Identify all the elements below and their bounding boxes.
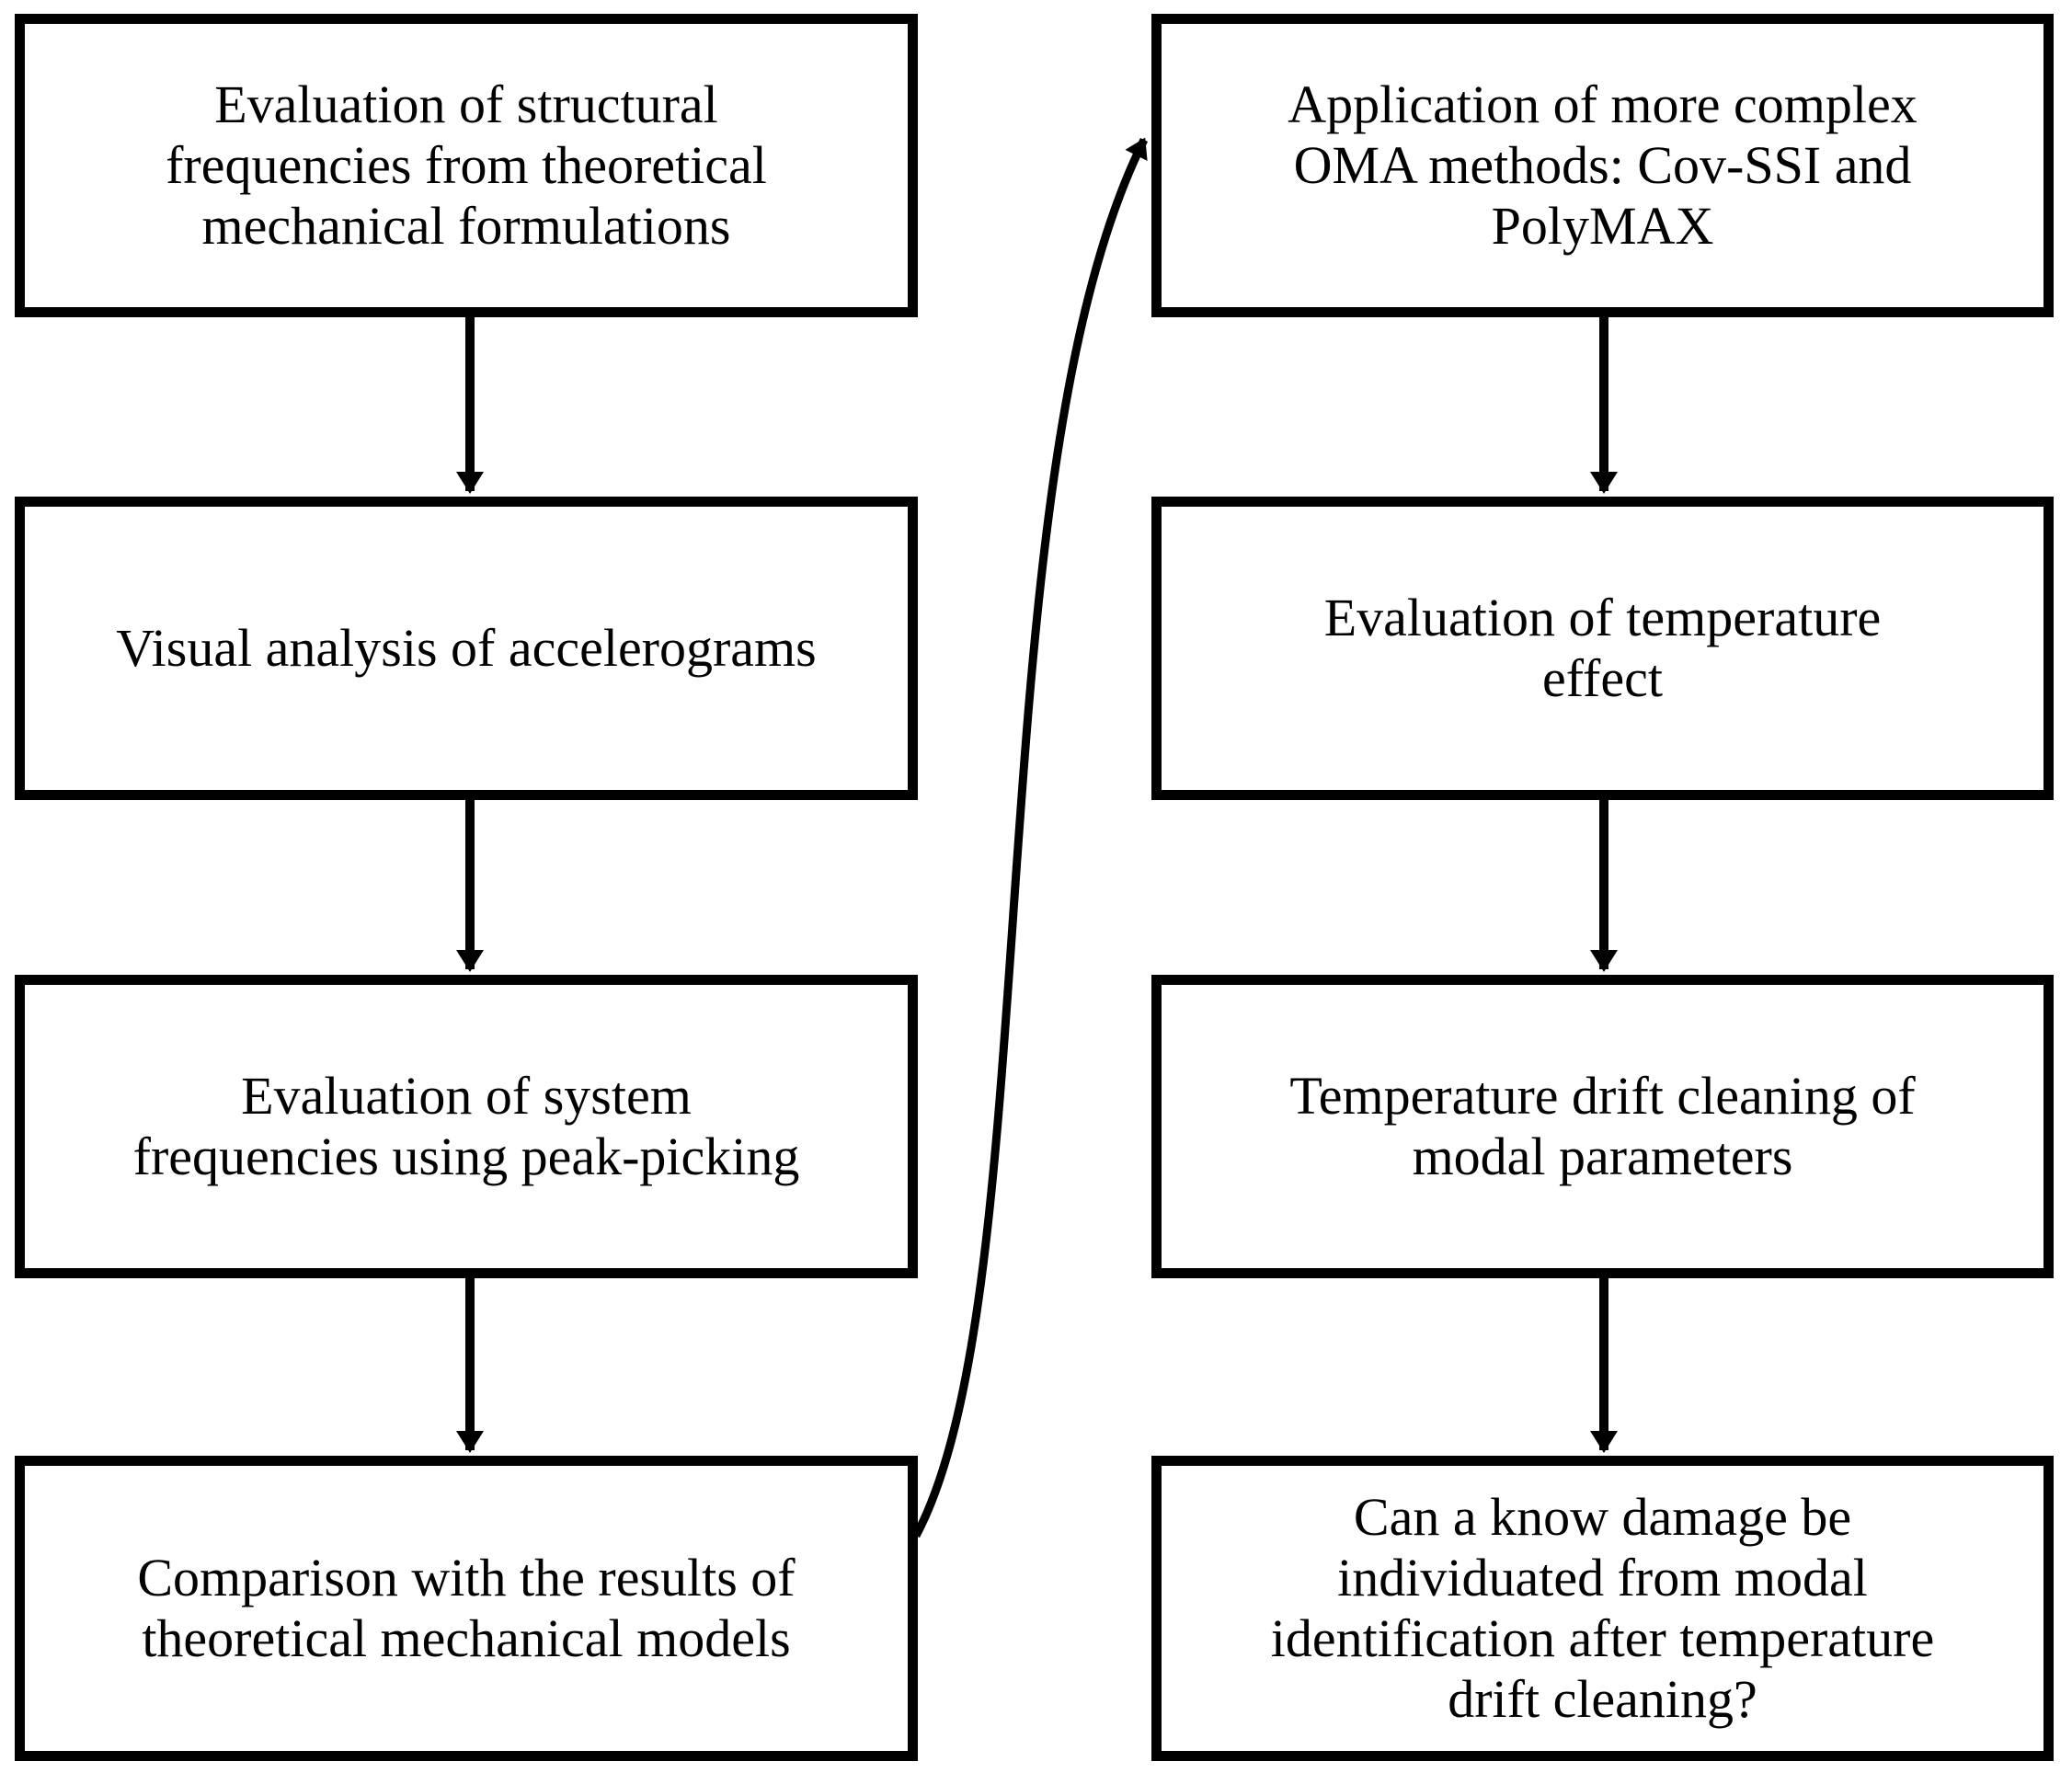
arrow-l4-r1-curved [912, 137, 1149, 1539]
flow-box-comparison-models: Comparison with the results of theoretic… [15, 1456, 918, 1761]
flow-box-visual-analysis: Visual analysis of accelerograms [15, 497, 918, 800]
box-label: Evaluation of system frequencies using p… [132, 1066, 800, 1186]
flow-box-damage-question: Can a know damage be individuated from m… [1151, 1456, 2054, 1761]
box-label: Can a know damage be individuated from m… [1270, 1487, 1935, 1729]
flow-box-drift-cleaning: Temperature drift cleaning of modal para… [1151, 975, 2054, 1278]
box-label: Evaluation of temperature effect [1323, 588, 1882, 708]
flow-box-oma-methods: Application of more complex OMA methods:… [1151, 14, 2054, 317]
box-label: Application of more complex OMA methods:… [1288, 74, 1917, 256]
flow-box-theoretical-frequencies: Evaluation of structural frequencies fro… [15, 14, 918, 317]
box-label: Visual analysis of accelerograms [116, 618, 817, 678]
box-label: Evaluation of structural frequencies fro… [166, 74, 767, 256]
flow-box-peak-picking: Evaluation of system frequencies using p… [15, 975, 918, 1278]
flow-box-temperature-effect: Evaluation of temperature effect [1151, 497, 2054, 800]
box-label: Comparison with the results of theoretic… [137, 1548, 796, 1668]
box-label: Temperature drift cleaning of modal para… [1289, 1066, 1916, 1186]
